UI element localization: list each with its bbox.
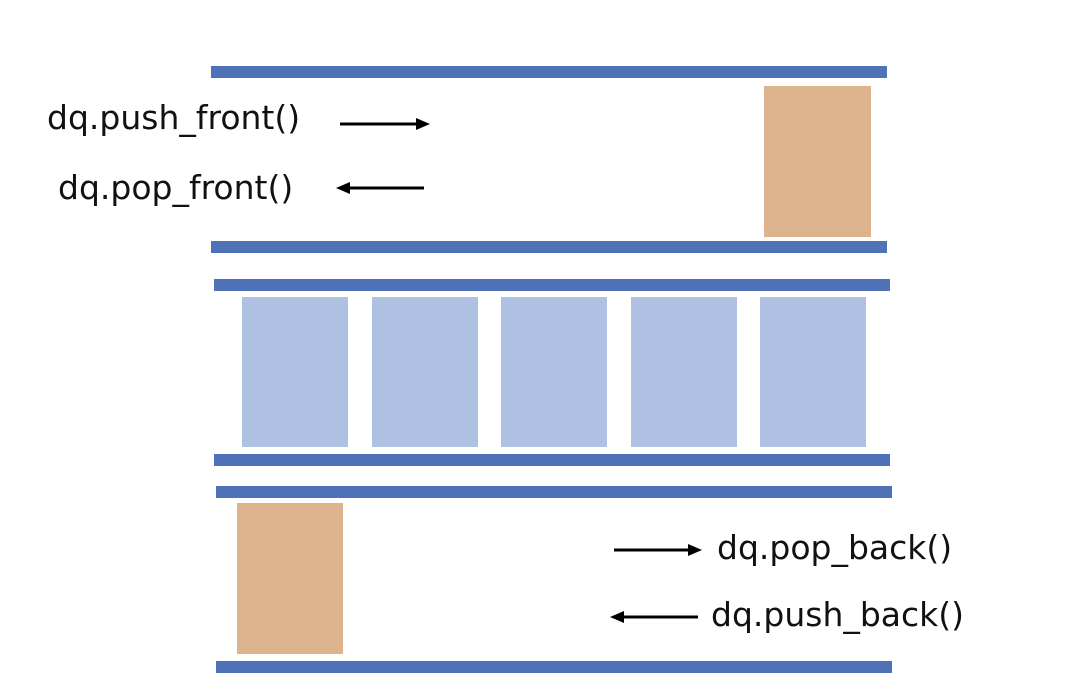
middle-element — [372, 297, 478, 447]
pop-back-label: dq.pop_back() — [717, 528, 953, 567]
middle-element — [501, 297, 607, 447]
back-bottom-rail — [216, 661, 892, 673]
middle-bottom-rail — [214, 454, 890, 466]
pop-back-arrow-icon — [614, 544, 702, 556]
middle-top-rail — [214, 279, 890, 291]
middle-element — [631, 297, 737, 447]
middle-element — [242, 297, 348, 447]
front-element — [764, 86, 871, 237]
push-back-arrow-icon — [610, 611, 698, 623]
back-top-rail — [216, 486, 892, 498]
pop-front-label: dq.pop_front() — [58, 168, 294, 207]
front-top-rail — [211, 66, 887, 78]
push-back-label: dq.push_back() — [711, 595, 965, 634]
back-element — [237, 503, 343, 654]
push-front-arrow-icon — [340, 118, 430, 130]
push-front-label: dq.push_front() — [47, 98, 301, 137]
front-bottom-rail — [211, 241, 887, 253]
middle-element — [760, 297, 866, 447]
pop-front-arrow-icon — [336, 182, 424, 194]
